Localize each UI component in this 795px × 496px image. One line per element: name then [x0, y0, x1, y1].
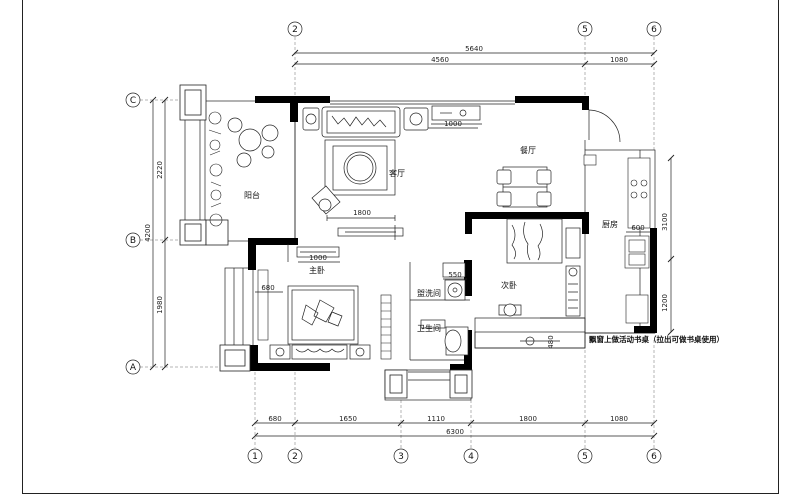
room-balcony: 阳台: [244, 190, 260, 200]
side-cabinet: [431, 105, 482, 125]
axis-bottom-3: 3: [398, 452, 404, 462]
dim-balcony-width: 680: [261, 284, 274, 292]
bottom-dimensions: 680 1650 1110 1800 1080 6300: [251, 415, 658, 440]
axis-top-2: 2: [292, 25, 298, 35]
dining-set: [496, 166, 552, 208]
columns: [179, 84, 473, 399]
top-dimensions: 5640 4560 1080: [291, 45, 658, 68]
room-kitchen: 厨房: [602, 219, 618, 229]
dim-top-seg2: 1080: [610, 56, 628, 64]
bathroom-fixtures: [420, 262, 469, 356]
room-living: 客厅: [389, 168, 405, 178]
axis-top-5: 5: [582, 25, 588, 35]
dim-bottom-total: 6300: [446, 428, 464, 436]
master-desk: [287, 244, 340, 262]
desk-chair: [498, 303, 560, 346]
axis-left-a: A: [130, 363, 137, 373]
dim-left-total: 4200: [144, 224, 152, 242]
axis-left-c: C: [130, 96, 136, 106]
dim-left-lower: 1980: [156, 296, 164, 314]
grid-lines: [140, 37, 655, 448]
dim-master-door: 1000: [309, 254, 327, 262]
axis-bottom-5: 5: [582, 452, 588, 462]
room-toilet: 卫生间: [417, 323, 441, 333]
wardrobe: [257, 269, 269, 341]
dim-bottom-d3: 1110: [427, 415, 445, 423]
room-washroom: 盥洗间: [417, 288, 441, 298]
balcony-table-set: [227, 117, 279, 168]
dim-tv-wall: 1800: [353, 209, 371, 217]
left-dimensions: 4200 2220 1980: [144, 96, 169, 371]
axis-bottom-1: 1: [252, 452, 258, 462]
balcony-plants: [208, 111, 223, 227]
bottom-axis-bubbles: 1 2 3 4 5 6: [247, 448, 662, 464]
second-bed: [506, 218, 581, 317]
axis-bottom-6: 6: [651, 452, 657, 462]
dim-top-total: 5640: [465, 45, 483, 53]
dim-bottom-d4: 1800: [519, 415, 537, 423]
washroom-cabinet: [380, 294, 392, 360]
room-master-bedroom: 主卧: [309, 265, 325, 275]
right-dimensions: 3100 1200: [661, 154, 675, 336]
dim-right-lower: 1200: [661, 294, 669, 312]
dim-left-upper: 2220: [156, 161, 164, 179]
room-dining: 餐厅: [520, 146, 536, 155]
room-labels: 客厅 餐厅 阳台 主卧 次卧 厨房 盥洗间 卫生间: [244, 146, 618, 333]
inner-dimensions: 1000 1800 1000 680 550 600 480: [255, 120, 650, 349]
armchair: [311, 185, 341, 215]
axis-bottom-4: 4: [468, 452, 474, 462]
dim-top-seg1: 4560: [431, 56, 449, 64]
dim-sofa-gap: 1000: [444, 120, 462, 128]
kitchen-fixtures: [583, 154, 651, 324]
dim-bottom-d2: 1650: [339, 415, 357, 423]
entry-door: [588, 109, 621, 143]
left-axis-bubbles: C B A: [125, 92, 141, 375]
dim-bottom-d5: 1080: [610, 415, 628, 423]
bay-window-note: 飘窗上做活动书桌（拉出可做书桌使用）: [589, 334, 724, 344]
room-second-bedroom: 次卧: [501, 280, 517, 290]
tv-cabinet: [326, 215, 404, 240]
sofa: [302, 106, 429, 138]
axis-top-6: 6: [651, 25, 657, 35]
top-axis-bubbles: 2 5 6: [287, 21, 662, 37]
dim-bottom-d1: 680: [268, 415, 281, 423]
coffee-table-rug: [324, 139, 396, 196]
axis-bottom-2: 2: [292, 452, 298, 462]
master-bed: [269, 285, 371, 360]
dim-kitchen-counter: 600: [631, 224, 644, 232]
dim-right-upper: 3100: [661, 213, 669, 231]
dim-desk-depth: 480: [547, 335, 555, 348]
dim-basin: 550: [448, 271, 461, 279]
axis-left-b: B: [130, 236, 136, 246]
